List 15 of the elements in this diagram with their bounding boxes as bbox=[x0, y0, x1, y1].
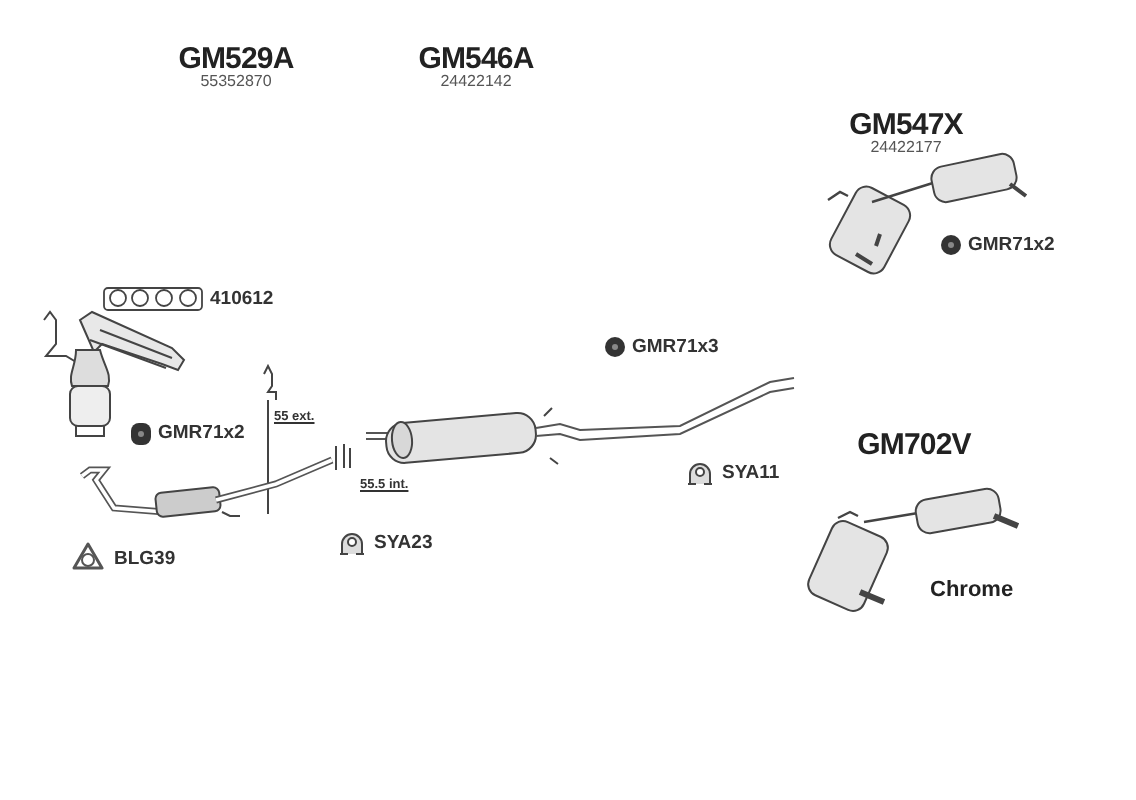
part-label: 410612 bbox=[210, 290, 274, 309]
reference-number: 24422177 bbox=[870, 140, 942, 156]
finish-note: Chrome bbox=[930, 580, 1014, 602]
part-number: GM529A bbox=[178, 44, 294, 74]
part-label: GMR71x3 bbox=[632, 338, 719, 357]
reference-number: 24422142 bbox=[440, 74, 512, 90]
part-number: GM547X bbox=[849, 110, 963, 140]
part-label: SYA23 bbox=[374, 534, 433, 553]
part-label: BLG39 bbox=[114, 550, 176, 569]
part-number: GM702V bbox=[857, 430, 971, 460]
reference-number: 55352870 bbox=[200, 74, 272, 90]
part-label: GMR71x2 bbox=[968, 236, 1055, 255]
part-label: SYA11 bbox=[722, 464, 780, 483]
part-number: GM546A bbox=[418, 44, 534, 74]
part-label: GMR71x2 bbox=[158, 424, 245, 443]
